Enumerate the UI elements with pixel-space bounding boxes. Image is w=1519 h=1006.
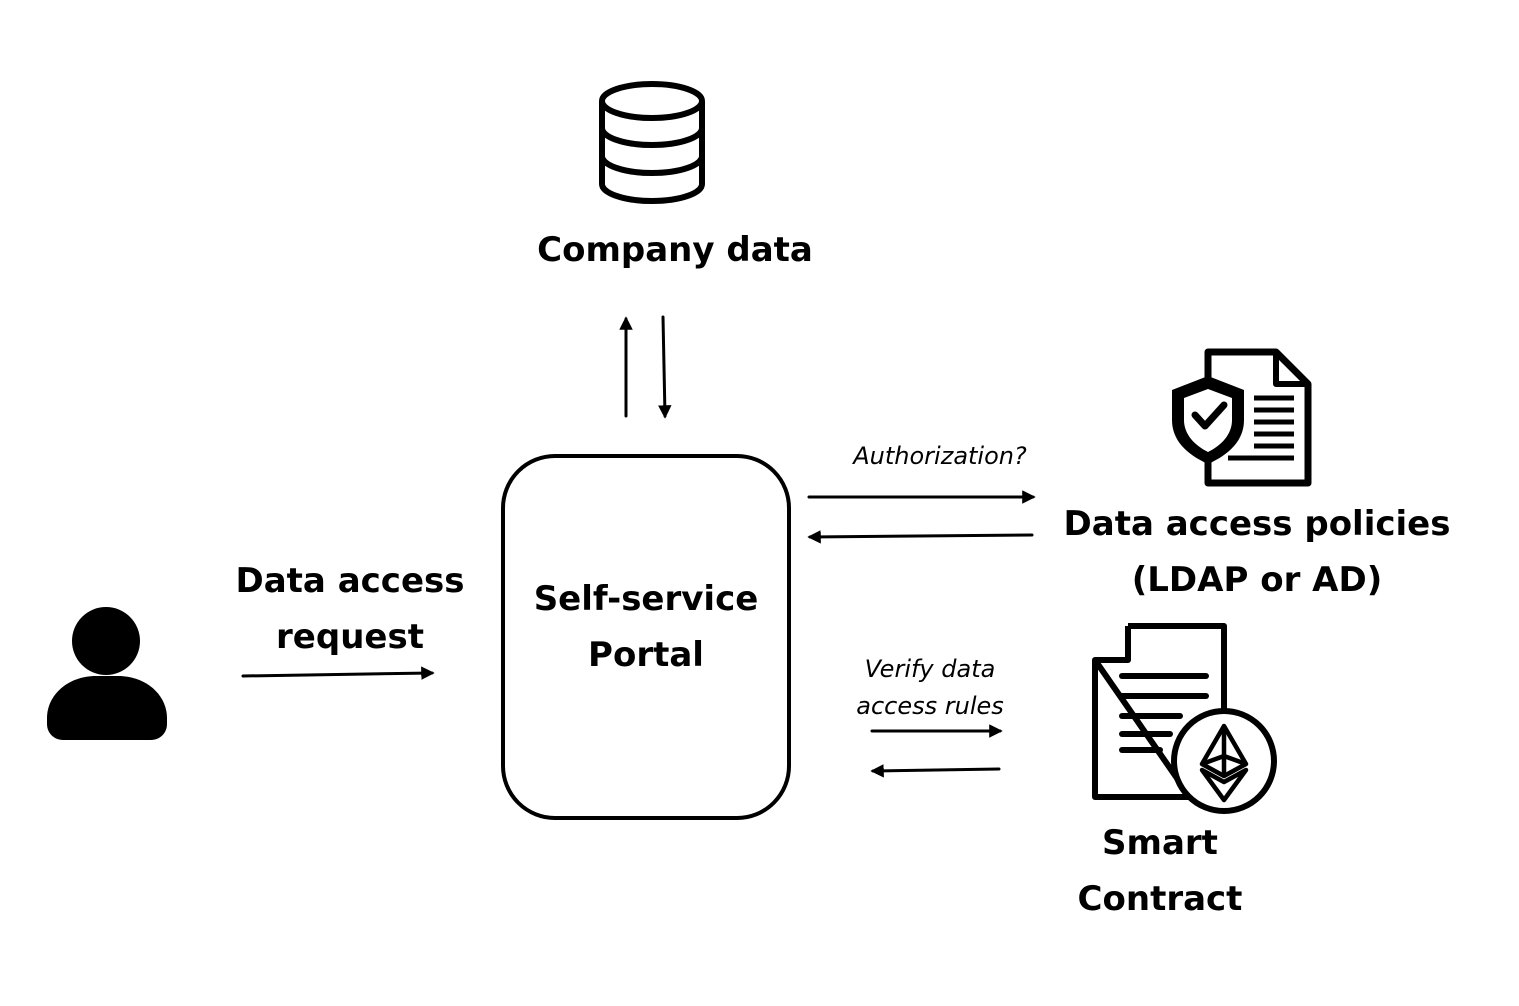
shield-document-icon	[1172, 348, 1312, 487]
authorization-label: Authorization?	[853, 442, 1027, 470]
ethereum-contract-icon	[1092, 623, 1277, 814]
policies-label-line-1: Data access policies	[1063, 504, 1451, 544]
contract-label-line-1: Smart	[1102, 823, 1218, 863]
portal-label-line-1: Self-service	[533, 579, 759, 619]
from-company-arrow	[658, 315, 672, 419]
verify-response-arrow	[870, 764, 1001, 778]
arrows	[241, 315, 1036, 778]
company-data-label: Company data	[537, 230, 813, 270]
verify-label-line-1: Verify data	[864, 655, 996, 683]
verify-label-line-2: access rules	[856, 692, 1004, 720]
database-icon	[599, 81, 705, 204]
contract-label-line-2: Contract	[1077, 879, 1243, 919]
portal-label: Self-service Portal	[503, 571, 789, 683]
request-label-line-1: Data access	[235, 561, 465, 601]
request-label: Data access request	[215, 553, 485, 665]
person-icon	[47, 607, 167, 740]
policies-label: Data access policies (LDAP or AD)	[1042, 496, 1472, 608]
contract-label: Smart Contract	[1040, 815, 1280, 927]
portal-label-line-2: Portal	[588, 635, 704, 675]
authorization-response-arrow	[807, 530, 1034, 544]
policies-label-line-2: (LDAP or AD)	[1131, 560, 1383, 600]
portal-box	[501, 454, 791, 820]
request-label-line-2: request	[276, 617, 424, 657]
verify-label: Verify data access rules	[820, 651, 1040, 725]
request-arrow	[241, 666, 435, 680]
